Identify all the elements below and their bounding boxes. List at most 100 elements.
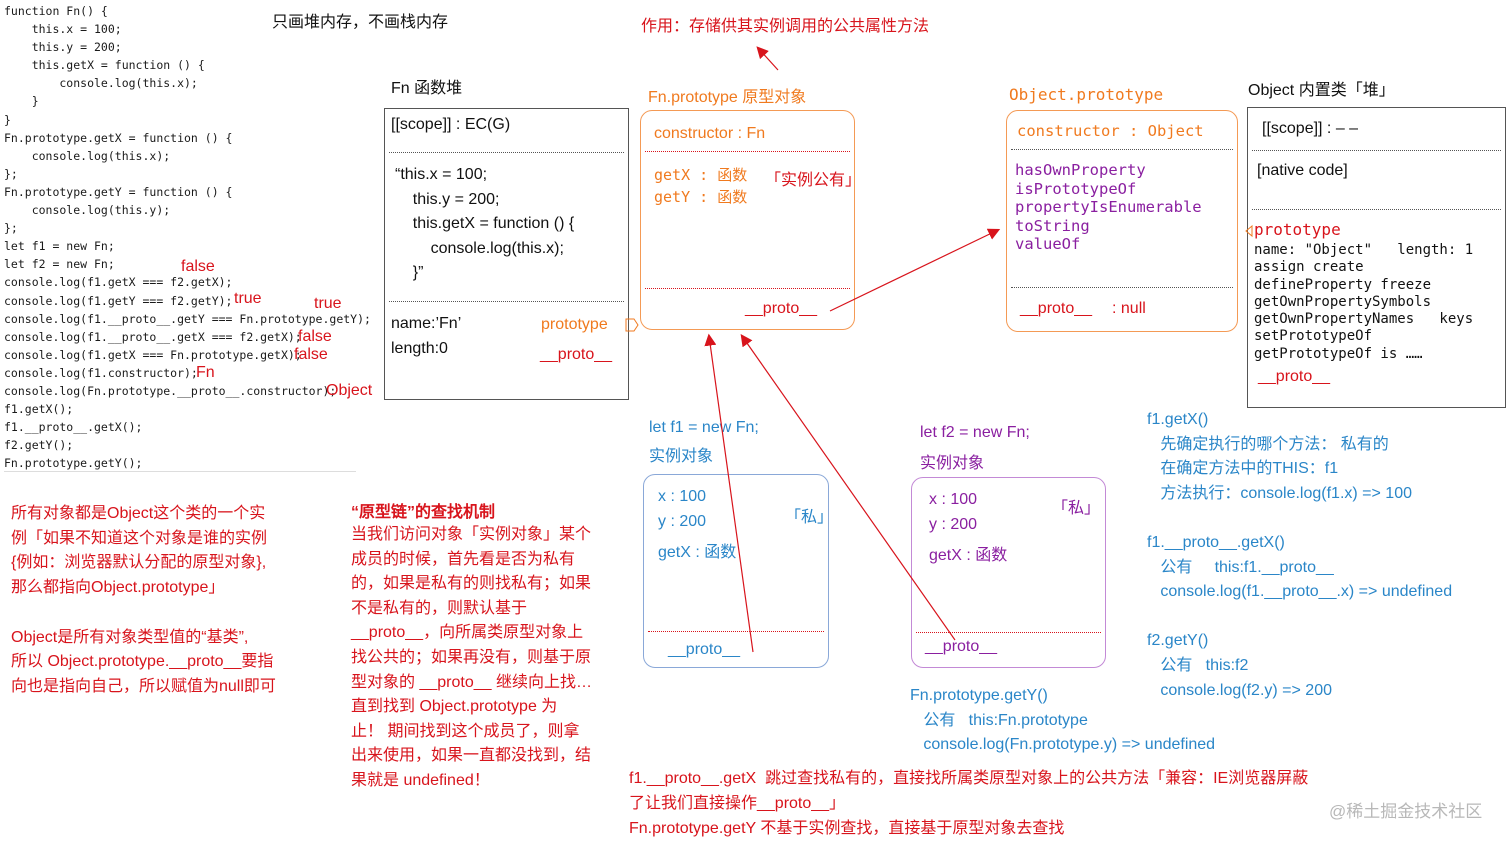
annotation-false-3: false (294, 346, 328, 363)
object-heap-member-line: setPrototypeOf (1254, 328, 1373, 345)
fn-heap-divider-1 (389, 152, 624, 153)
object-heap-member-line: getOwnPropertySymbols (1254, 293, 1432, 310)
code-line: f1.__proto__.getX(); (4, 420, 143, 435)
chain-body-line: 成员的时候，首先看是否为私有 (351, 550, 576, 568)
fn-heap-body: “this.x = 100; this.y = 200; this.getX =… (395, 163, 574, 286)
fn-heap-body-line: }” (395, 264, 424, 281)
mid-note-line: 公有 this:Fn.prototype (910, 711, 1088, 729)
f2-title: let f2 = new Fn; (920, 424, 1030, 441)
object-prototype-constructor: constructor : Object (1017, 122, 1204, 140)
chain-body-line: 的，如果是私有的则找私有；如果 (351, 575, 592, 593)
left-note-line (11, 601, 276, 626)
arrow-fn-prototype-to-purpose-note (756, 46, 779, 71)
f1-box: x : 100 y : 200 getX : 函数 「私」 __proto__ (643, 474, 833, 668)
object-prototype-proto: __proto__ (1020, 300, 1093, 317)
object-heap-member-line: getPrototypeOf is …… (1254, 345, 1423, 362)
object-prototype-title: Object.prototype (1009, 85, 1164, 104)
bottom-note-line: Fn.prototype.getY 不基于实例查找，直接基于原型对象去查找 (629, 820, 1065, 837)
code-line: let f1 = new Fn; (4, 239, 115, 254)
right-note-line: 方法执行：console.log(f1.x) => 100 (1147, 484, 1413, 502)
fn-heap-title: Fn 函数堆 (391, 80, 463, 97)
code-line: this.x = 100; (4, 22, 122, 37)
right-note-line: f2.getY() (1147, 632, 1209, 650)
fn-heap-divider-2 (389, 301, 624, 302)
code-line: console.log(f1.__proto__.getX === f2.get… (4, 329, 302, 344)
fn-prototype-divider-1 (645, 151, 850, 152)
watermark: @稀土掘金技术社区 (1329, 802, 1483, 821)
right-note-line: f1.__proto__.getX() (1147, 533, 1285, 551)
chain-body-line: 不是私有的，则默认基于 (351, 599, 528, 617)
chain-title: “原型链”的查找机制 (351, 504, 496, 521)
code-line: f1.getX(); (4, 402, 74, 417)
object-prototype-method: hasOwnProperty (1015, 161, 1146, 179)
code-line: } (4, 94, 39, 109)
object-prototype-method: valueOf (1015, 235, 1081, 253)
f1-divider (648, 631, 824, 632)
object-heap-native: [native code] (1257, 162, 1348, 179)
annotation-false-1: false (181, 258, 215, 275)
right-notes: f1.getX() 先确定执行的哪个方法： 私有的 在确定方法中的THIS：f1… (1147, 408, 1452, 703)
object-prototype-divider-2 (1011, 287, 1233, 288)
chain-body-line: __proto__，向所属类原型对象上 (351, 624, 584, 642)
chain-body-line: 当我们访问对象「实例对象」某个 (351, 526, 592, 543)
fn-heap-body-line: “this.x = 100; (395, 166, 488, 183)
fn-prototype-title: Fn.prototype 原型对象 (648, 89, 807, 106)
fn-heap-proto: __proto__ (540, 346, 613, 363)
fn-prototype-proto: __proto__ (745, 300, 818, 317)
code-line: console.log(this.y); (4, 203, 171, 218)
object-heap-scope: [[scope]] : – – (1262, 120, 1359, 137)
object-heap-box: [[scope]] : – – [native code] prototype … (1247, 107, 1506, 408)
f2-box: x : 100 y : 200 getX : 函数 「私」 __proto__ (911, 477, 1106, 668)
f2-divider (916, 632, 1101, 633)
object-heap-title: Object 内置类「堆」 (1248, 82, 1395, 99)
object-prototype-method: propertyIsEnumerable (1015, 198, 1202, 216)
top-note: 只画堆内存，不画栈内存 (272, 14, 449, 31)
right-note-line: f1.getX() (1147, 411, 1209, 428)
code-line: this.y = 200; (4, 40, 122, 55)
code-line: function Fn() { (4, 4, 108, 18)
f1-private: 「私」 (785, 509, 834, 526)
fn-prototype-gety: getY : 函数 (654, 188, 748, 206)
code-line: }; (4, 221, 18, 236)
annotation-true-1: true (234, 290, 262, 307)
purpose-note: 作用：存储供其实例调用的公共属性方法 (641, 18, 930, 35)
code-cursor-underline (4, 471, 356, 472)
chain-body-line: 果就是 undefined！ (351, 771, 490, 789)
fn-heap-name: name:’Fn’ (391, 315, 462, 332)
chain-body-line: 找公共的；如果再没有，则基于原 (351, 648, 592, 666)
left-note-line: 所有对象都是Object这个类的一个实 (11, 505, 266, 522)
code-line: let f2 = new Fn; (4, 257, 115, 272)
right-note-line: 公有 this:f2 (1147, 656, 1249, 674)
right-note-line: console.log(f1.__proto__.x) => undefined (1147, 583, 1453, 601)
annotation-true-2: true (314, 295, 342, 312)
code-line: console.log(Fn.prototype.__proto__.const… (4, 383, 337, 398)
code-line: f2.getY(); (4, 438, 74, 453)
code-line: console.log(f1.__proto__.getY === Fn.pro… (4, 311, 371, 326)
arrow-fn-prototype-to-object-prototype (829, 228, 1001, 312)
object-heap-member-line: getOwnPropertyNames keys (1254, 311, 1474, 328)
left-note: 所有对象都是Object这个类的一个实例「如果不知道这个对象是谁的实例{例如：浏… (11, 502, 276, 700)
fn-prototype-constructor: constructor : Fn (654, 125, 766, 142)
f2-getx: getX : 函数 (929, 547, 1008, 564)
code-line: console.log(f1.getX === Fn.prototype.get… (4, 347, 302, 362)
object-heap-member-line: name: "Object" length: 1 (1254, 242, 1474, 258)
object-heap-divider-1 (1252, 150, 1501, 151)
annotation-false-2: false (298, 328, 332, 345)
fn-heap-scope: [[scope]] : EC(G) (391, 116, 511, 133)
f2-subtitle: 实例对象 (920, 455, 985, 472)
object-prototype-divider-1 (1011, 149, 1233, 150)
left-note-line: 向也是指向自己，所以赋值为null即可 (11, 677, 276, 695)
fn-prototype-box: constructor : Fn getX : 函数 getY : 函数 「实例… (640, 110, 861, 330)
chain-body-line: 型对象的 __proto__ 继续向上找… (351, 673, 592, 691)
annotation-object: Object (326, 382, 373, 399)
object-prototype-null: : null (1112, 300, 1146, 317)
left-note-line: Object是所有对象类型值的“基类”, (11, 628, 249, 646)
code-line: console.log(f1.constructor); (4, 365, 198, 380)
f1-y: y : 200 (658, 513, 707, 530)
chain-body-line: 直到找到 Object.prototype 为 (351, 698, 558, 716)
object-heap-prototype: prototype (1254, 220, 1341, 239)
code-listing: function Fn() { this.x = 100; this.y = 2… (4, 2, 371, 472)
right-note-line (1147, 506, 1452, 531)
code-line: Fn.prototype.getY(); (4, 456, 143, 471)
code-line: } (4, 112, 11, 127)
